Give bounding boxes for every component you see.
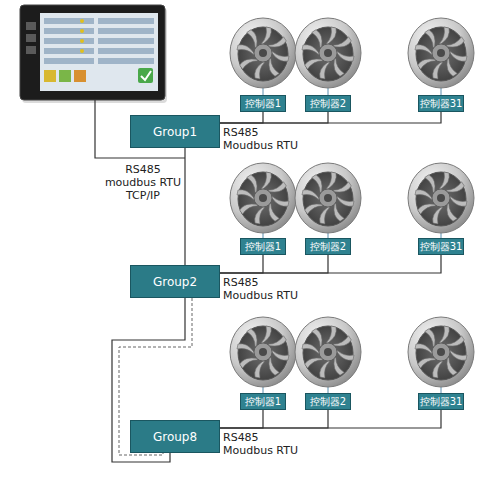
bus-connector: [220, 255, 441, 273]
controller-name: 控制器1: [245, 395, 281, 409]
controller-name: 控制器1: [245, 240, 281, 254]
hmi-frame: [20, 5, 165, 100]
group-box: Group1: [130, 115, 220, 148]
controller-box: 控制器31: [418, 95, 464, 112]
connector-label: RS485 Moudbus RTU: [223, 126, 303, 152]
fan-impeller: [408, 163, 474, 233]
fan-impeller: [295, 317, 361, 387]
hmi-display: [40, 13, 158, 91]
controller-box: 控制器2: [305, 393, 351, 410]
fan-impeller: [408, 18, 474, 88]
bus-connector: [184, 148, 185, 265]
hmi-shadow: [22, 8, 167, 103]
fan-impeller: [230, 163, 296, 233]
fan-impeller: [295, 18, 361, 88]
fan-impeller: [230, 18, 296, 88]
controller-name: 控制器31: [420, 240, 463, 254]
controller-box: 控制器31: [418, 238, 464, 255]
group-box: Group8: [130, 420, 220, 453]
controller-name: 控制器1: [245, 97, 281, 111]
connector-label: RS485 Moudbus RTU: [223, 431, 303, 457]
group-name: Group8: [153, 430, 197, 444]
group-box: Group2: [130, 265, 220, 298]
controller-box: 控制器2: [305, 95, 351, 112]
controller-name: 控制器2: [310, 395, 346, 409]
connector-layer: [112, 112, 441, 462]
bus-connector: [220, 255, 328, 273]
controller-box: 控制器1: [240, 238, 286, 255]
group-name: Group2: [153, 275, 197, 289]
bus-connector: [220, 410, 441, 428]
controller-name: 控制器31: [420, 395, 463, 409]
controller-name: 控制器2: [310, 97, 346, 111]
bus-connector: [220, 410, 328, 428]
bus-connector: [220, 255, 263, 273]
controller-name: 控制器2: [310, 240, 346, 254]
controller-box: 控制器2: [305, 238, 351, 255]
fan-impeller: [230, 317, 296, 387]
group-name: Group1: [153, 125, 197, 139]
hmi-key: [26, 22, 36, 30]
bus-connector: [220, 410, 263, 428]
hmi-rows: [44, 18, 154, 64]
fan-impeller: [408, 317, 474, 387]
hmi-key: [26, 46, 36, 54]
bus-connector: [220, 112, 441, 123]
bus-connector: [220, 112, 263, 123]
hmi-indicators: [80, 19, 84, 53]
hmi-buttons: [44, 68, 153, 83]
fan-impeller: [295, 163, 361, 233]
controller-box: 控制器1: [240, 393, 286, 410]
connector-label: RS485 moudbus RTU TCP/IP: [103, 163, 183, 202]
bus-connector: [220, 112, 328, 123]
controller-box: 控制器31: [418, 393, 464, 410]
connector-label: RS485 Moudbus RTU: [223, 276, 303, 302]
hmi-screen: [20, 5, 167, 103]
controller-box: 控制器1: [240, 95, 286, 112]
controller-name: 控制器31: [420, 97, 463, 111]
hmi-key: [26, 34, 36, 42]
